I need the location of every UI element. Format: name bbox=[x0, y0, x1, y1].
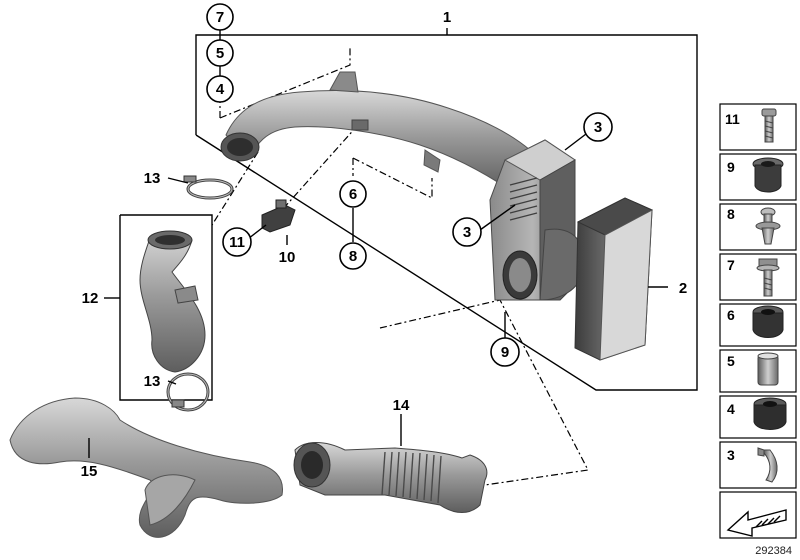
callout-number: 10 bbox=[279, 249, 296, 266]
callout-number: 4 bbox=[216, 81, 225, 98]
callout-13-upper: 13 bbox=[144, 170, 161, 187]
callout-number: 2 bbox=[679, 280, 687, 297]
bellows-hose bbox=[293, 442, 488, 513]
sensor-bracket bbox=[261, 199, 296, 233]
legend-row: 6 bbox=[719, 303, 797, 347]
legend-row: 11 bbox=[719, 103, 797, 151]
callout-number: 13 bbox=[144, 170, 161, 187]
bushing-icon bbox=[753, 397, 787, 430]
callout-number: 3 bbox=[463, 224, 471, 241]
rubber-boot bbox=[139, 230, 206, 373]
callout-7: 7 bbox=[206, 3, 234, 31]
callout-number: 11 bbox=[229, 234, 245, 251]
legend-row: 4 bbox=[719, 395, 797, 439]
callout-10: 10 bbox=[279, 249, 296, 266]
grommet-icon bbox=[752, 157, 784, 193]
callout-number: 14 bbox=[393, 397, 410, 414]
hose-clamp-lower bbox=[166, 372, 210, 412]
legend-row: 3 bbox=[719, 441, 797, 489]
legend-number: 8 bbox=[727, 206, 735, 222]
callout-3-upper: 3 bbox=[583, 112, 613, 142]
legend-row: 5 bbox=[719, 349, 797, 393]
lower-air-duct bbox=[9, 397, 284, 538]
callout-1: 1 bbox=[443, 9, 451, 26]
legend-number: 5 bbox=[727, 353, 735, 369]
callout-number: 8 bbox=[349, 248, 357, 265]
callout-4: 4 bbox=[206, 75, 234, 103]
legend-number: 11 bbox=[725, 111, 740, 127]
callout-number: 13 bbox=[144, 373, 161, 390]
bolt-icon bbox=[756, 258, 780, 297]
legend-row: 8 bbox=[719, 203, 797, 251]
assembly-bracket bbox=[195, 28, 698, 391]
callout-number: 15 bbox=[81, 463, 98, 480]
callout-11: 11 bbox=[222, 227, 252, 257]
legend-row: 7 bbox=[719, 253, 797, 301]
legend-row: 9 bbox=[719, 153, 797, 201]
hose-clamp-upper bbox=[183, 175, 234, 200]
callout-2: 2 bbox=[679, 280, 687, 297]
callout-number: 5 bbox=[216, 45, 224, 62]
rubber-boot-frame bbox=[104, 214, 213, 401]
legend-arrow-cell bbox=[719, 491, 797, 539]
pin-icon bbox=[755, 207, 781, 245]
callout-14: 14 bbox=[393, 397, 410, 414]
callout-5: 5 bbox=[206, 39, 234, 67]
filter-element bbox=[574, 197, 668, 361]
legend-number: 9 bbox=[727, 159, 735, 175]
legend-number: 6 bbox=[727, 307, 735, 323]
callout-13-lower: 13 bbox=[144, 373, 161, 390]
callout-12: 12 bbox=[82, 290, 99, 307]
callout-number: 1 bbox=[443, 9, 451, 26]
callout-number: 12 bbox=[82, 290, 99, 307]
air-filter-housing bbox=[489, 139, 585, 301]
callout-number: 9 bbox=[501, 344, 509, 361]
legend-number: 7 bbox=[727, 257, 735, 273]
callout-3-lower: 3 bbox=[452, 217, 482, 247]
callout-6: 6 bbox=[339, 180, 367, 208]
callout-number: 3 bbox=[594, 119, 602, 136]
clip-icon bbox=[757, 447, 778, 483]
callout-number: 7 bbox=[216, 9, 224, 26]
sleeve-icon bbox=[757, 352, 779, 386]
callout-15: 15 bbox=[81, 463, 98, 480]
callout-9: 9 bbox=[490, 337, 520, 367]
legend-number: 4 bbox=[727, 401, 735, 417]
leader-lines bbox=[88, 30, 587, 458]
screw-icon bbox=[761, 108, 777, 143]
callout-8: 8 bbox=[339, 242, 367, 270]
rubber-mount-icon bbox=[752, 305, 784, 338]
callout-number: 6 bbox=[349, 186, 357, 203]
parts-legend: 11 9 8 bbox=[719, 103, 797, 539]
direction-arrow-icon bbox=[726, 509, 787, 537]
legend-number: 3 bbox=[727, 447, 735, 463]
intake-duct-assembly bbox=[220, 71, 531, 191]
reference-number: 292384 bbox=[755, 545, 792, 557]
